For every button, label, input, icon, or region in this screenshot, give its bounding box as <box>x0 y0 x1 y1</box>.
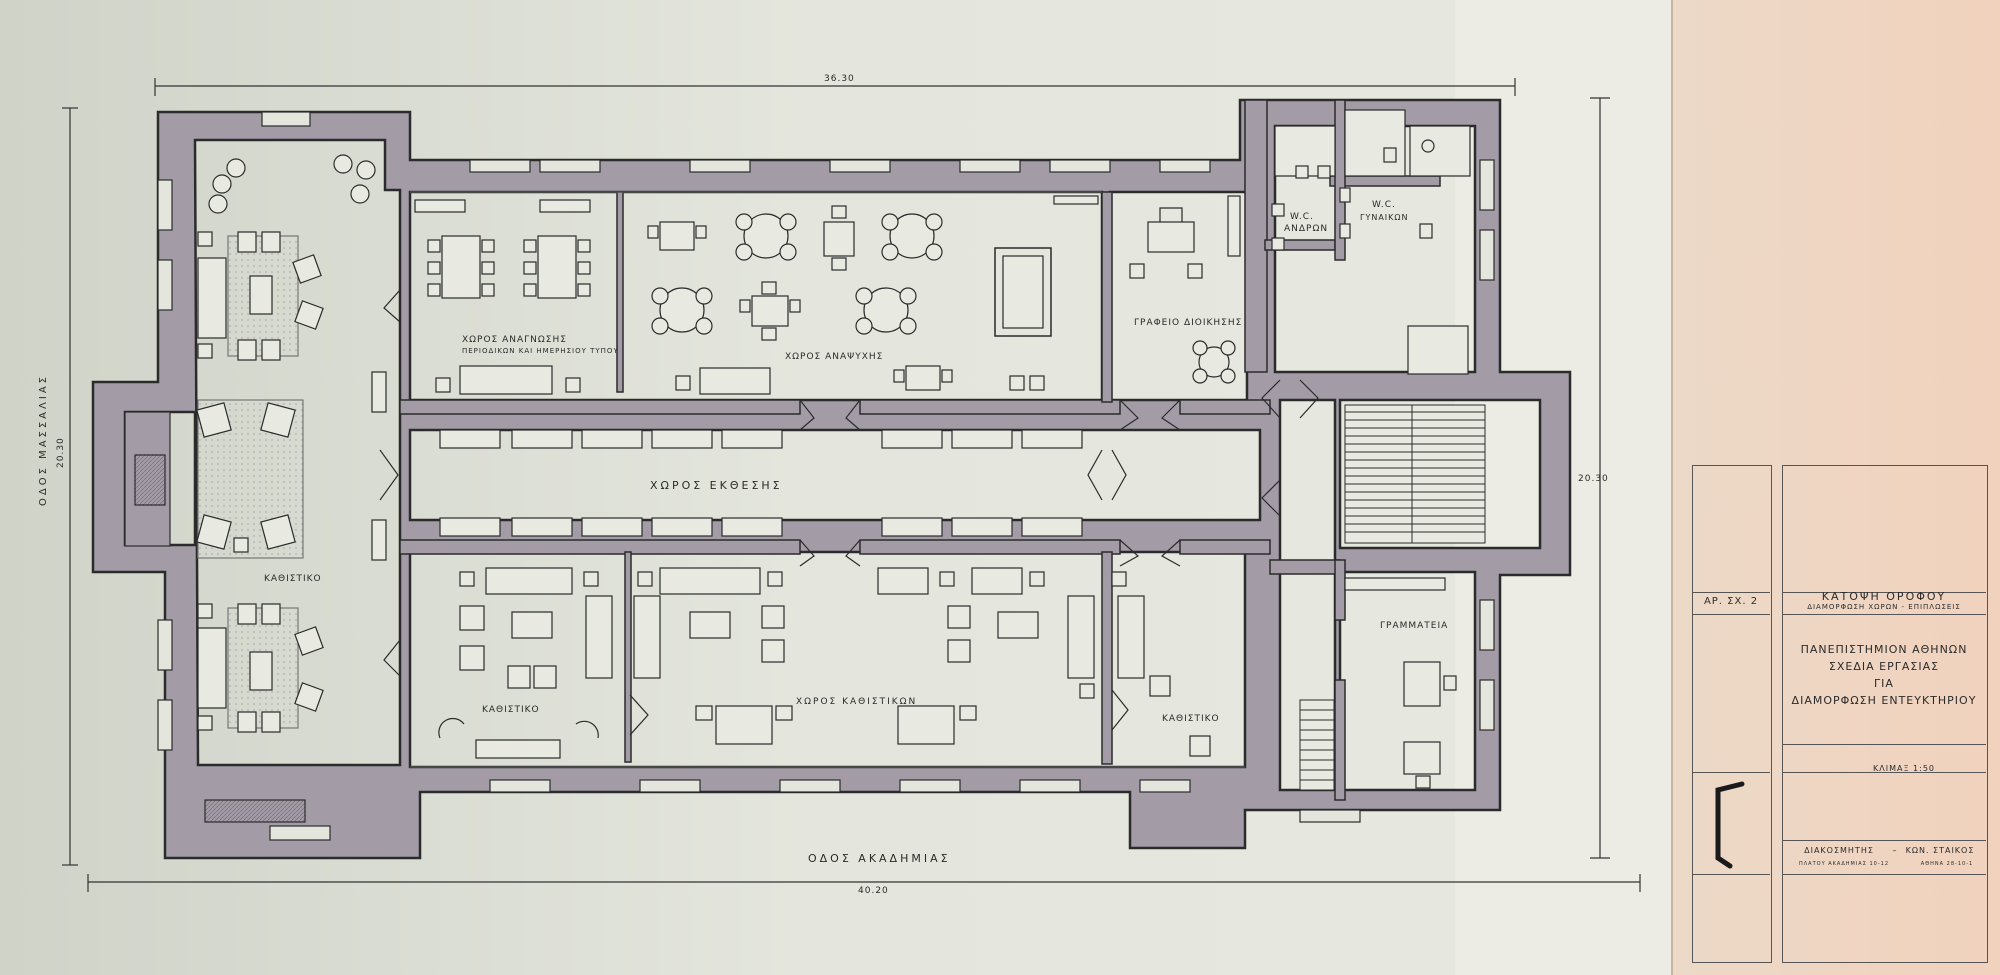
designer-role: ΔΙΑΚΟΣΜΗΤΗΣ <box>1804 846 1874 855</box>
room-label-wc-women-1: W.C. <box>1372 200 1396 210</box>
office-address: ΠΛΑΤΟΥ ΑΚΑΔΗΜΙΑΣ 10-12 <box>1798 861 1890 867</box>
room-label-lounge-south: ΚΑΘΙΣΤΙΚΟ <box>482 705 540 715</box>
drawing-title-line1: ΚΑΤΟΨΗ ΟΡΟΦΟΥ <box>1821 590 1947 603</box>
north-arrow <box>1715 781 1745 869</box>
room-label-wc-men-2: ΑΝΔΡΩΝ <box>1284 224 1329 234</box>
subject-line1: ΣΧΕΔΙΑ ΕΡΓΑΣΙΑΣ <box>1828 660 1940 673</box>
street-left-label: ΟΔΟΣ ΜΑΣΣΑΛΙΑΣ <box>38 374 49 506</box>
room-label-exhibition: ΧΩΡΟΣ ΕΚΘΕΣΗΣ <box>650 479 783 492</box>
exhibition-display-cases <box>371 371 1083 561</box>
admin-office-furniture <box>1129 195 1241 384</box>
scale-label: ΚΛΙΜΑΞ 1:50 <box>1872 764 1935 773</box>
sheet-number: ΑΡ. ΣΧ. 2 <box>1703 596 1759 607</box>
dimension-bottom: 40.20 <box>858 886 889 896</box>
designer-separator: – <box>1892 846 1898 855</box>
south-lounges-furniture <box>438 567 1211 759</box>
west-lounge-furniture <box>196 154 376 823</box>
drawing-date: ΑΘΗΝΑ 28-10-1 <box>1920 861 1974 867</box>
subject-line3: ΔΙΑΜΟΡΦΩΣΗ ΕΝΤΕΥΚΤΗΡΙΟΥ <box>1791 694 1977 707</box>
secretariat-furniture <box>1344 577 1457 789</box>
street-bottom-label: ΟΔΟΣ ΑΚΑΔΗΜΙΑΣ <box>808 852 951 865</box>
room-label-wc-men-1: W.C. <box>1290 212 1314 222</box>
room-label-lounges-hall: ΧΩΡΟΣ ΚΑΘΙΣΤΙΚΩΝ <box>796 697 918 707</box>
dimension-right: 20.30 <box>1578 474 1609 484</box>
room-label-lounge-east: ΚΑΘΙΣΤΙΚΟ <box>1162 714 1220 724</box>
title-block-left-column <box>1692 465 1772 963</box>
room-label-reading-1: ΧΩΡΟΣ ΑΝΑΓΝΩΣΗΣ <box>462 335 567 345</box>
room-label-secretariat: ΓΡΑΜΜΑΤΕΙΑ <box>1380 621 1449 631</box>
title-block-main <box>1782 465 1988 963</box>
door-symbols <box>379 289 1319 736</box>
windows <box>157 111 1495 841</box>
drawing-title-line2: ΔΙΑΜΟΡΦΩΣΗ ΧΩΡΩΝ - ΕΠΙΠΛΩΣΕΙΣ <box>1807 603 1961 611</box>
dimension-lines <box>62 78 1641 892</box>
room-label-admin-office: ΓΡΑΦΕΙΟ ΔΙΟΙΚΗΣΗΣ <box>1134 318 1243 328</box>
partition-walls <box>399 99 1441 801</box>
subject-line2: ΓΙΑ <box>1874 677 1894 690</box>
tracing-overlay <box>1672 0 2000 975</box>
room-label-relaxation: ΧΩΡΟΣ ΑΝΑΨΥΧΗΣ <box>785 352 884 362</box>
client-name: ΠΑΝΕΠΙΣΤΗΜΙΟΝ ΑΘΗΝΩΝ <box>1800 643 1968 656</box>
dimension-top: 36.30 <box>824 74 855 84</box>
designer-name: ΚΩΝ. ΣΤΑΙΚΟΣ <box>1905 846 1975 855</box>
service-staircase <box>1299 699 1335 791</box>
room-label-wc-women-2: ΓΥΝΑΙΚΩΝ <box>1360 213 1409 222</box>
fireplace <box>124 411 171 547</box>
room-label-lounge-west: ΚΑΘΙΣΤΙΚΟ <box>264 574 322 584</box>
room-label-reading-2: ΠΕΡΙΟΔΙΚΩΝ ΚΑΙ ΗΜΕΡΗΣΙΟΥ ΤΥΠΟΥ <box>462 347 619 355</box>
relaxation-furniture <box>647 195 1099 395</box>
dimension-left: 20.30 <box>56 437 66 468</box>
reading-room-furniture <box>414 199 591 395</box>
wc-fixtures <box>1271 109 1471 375</box>
main-staircase <box>1344 329 1486 544</box>
